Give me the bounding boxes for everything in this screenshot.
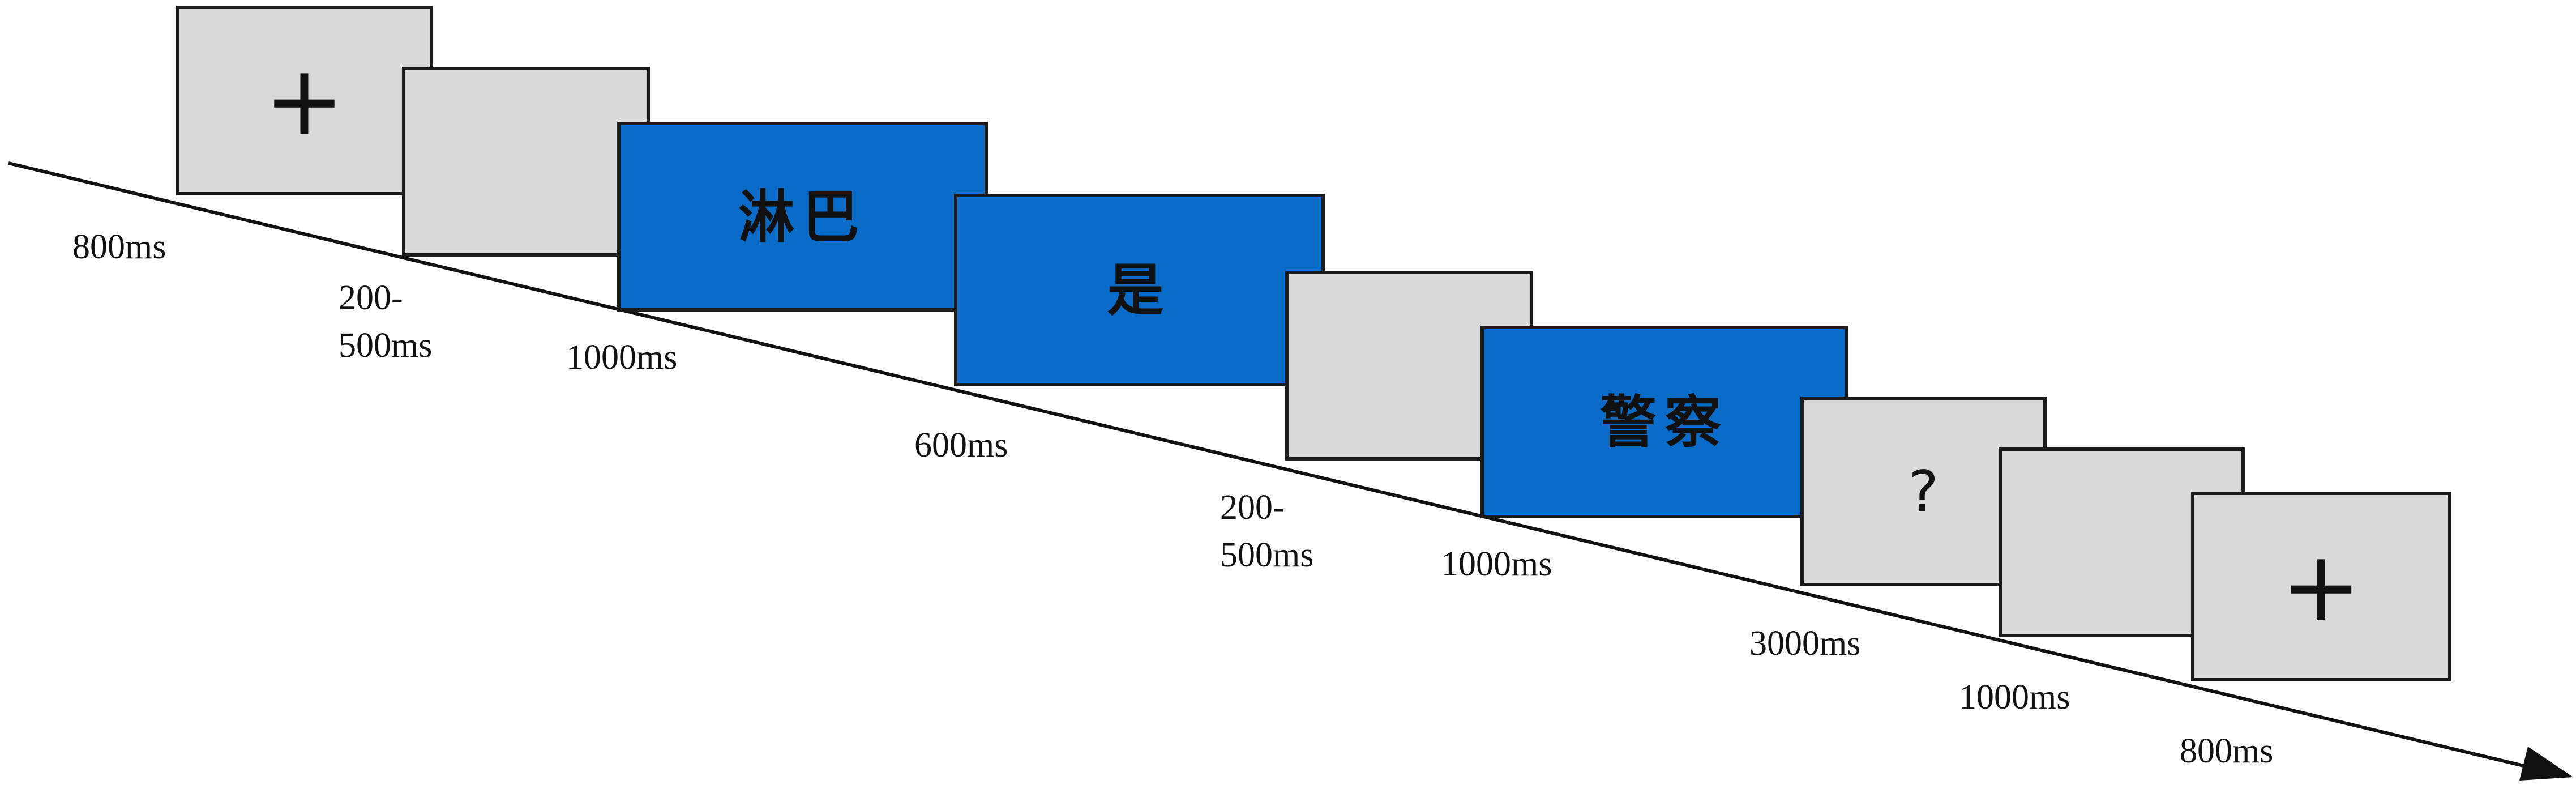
timeline-line	[8, 161, 2531, 769]
duration-label-6: 1000ms	[1441, 545, 1552, 583]
timeline-arrowhead	[2519, 747, 2573, 781]
fixation-cross-icon-2: +	[2280, 530, 2362, 643]
question-mark-icon: ?	[1908, 458, 1939, 525]
prime-word-text: 淋巴	[738, 183, 867, 250]
duration-label-5: 200- 500ms	[1220, 488, 1314, 574]
frame-fixation-2: +	[2191, 492, 2451, 681]
copula-word-text: 是	[1107, 257, 1172, 323]
duration-label-9: 800ms	[2180, 732, 2274, 770]
duration-label-7: 3000ms	[1749, 624, 1861, 663]
duration-label-1: 800ms	[72, 228, 166, 266]
duration-label-4: 600ms	[914, 426, 1008, 464]
frame-prime-word: 淋巴	[617, 122, 988, 312]
duration-label-3: 1000ms	[566, 338, 678, 377]
target-word-text: 警察	[1600, 389, 1729, 455]
fixation-cross-icon: +	[264, 44, 345, 157]
duration-label-2: 200- 500ms	[339, 279, 433, 365]
duration-label-8: 1000ms	[1959, 678, 2070, 717]
frame-blank-1	[402, 67, 650, 257]
frame-fixation-1: +	[176, 6, 433, 195]
frame-target-word: 警察	[1480, 326, 1848, 518]
frame-copula-word: 是	[954, 194, 1325, 386]
